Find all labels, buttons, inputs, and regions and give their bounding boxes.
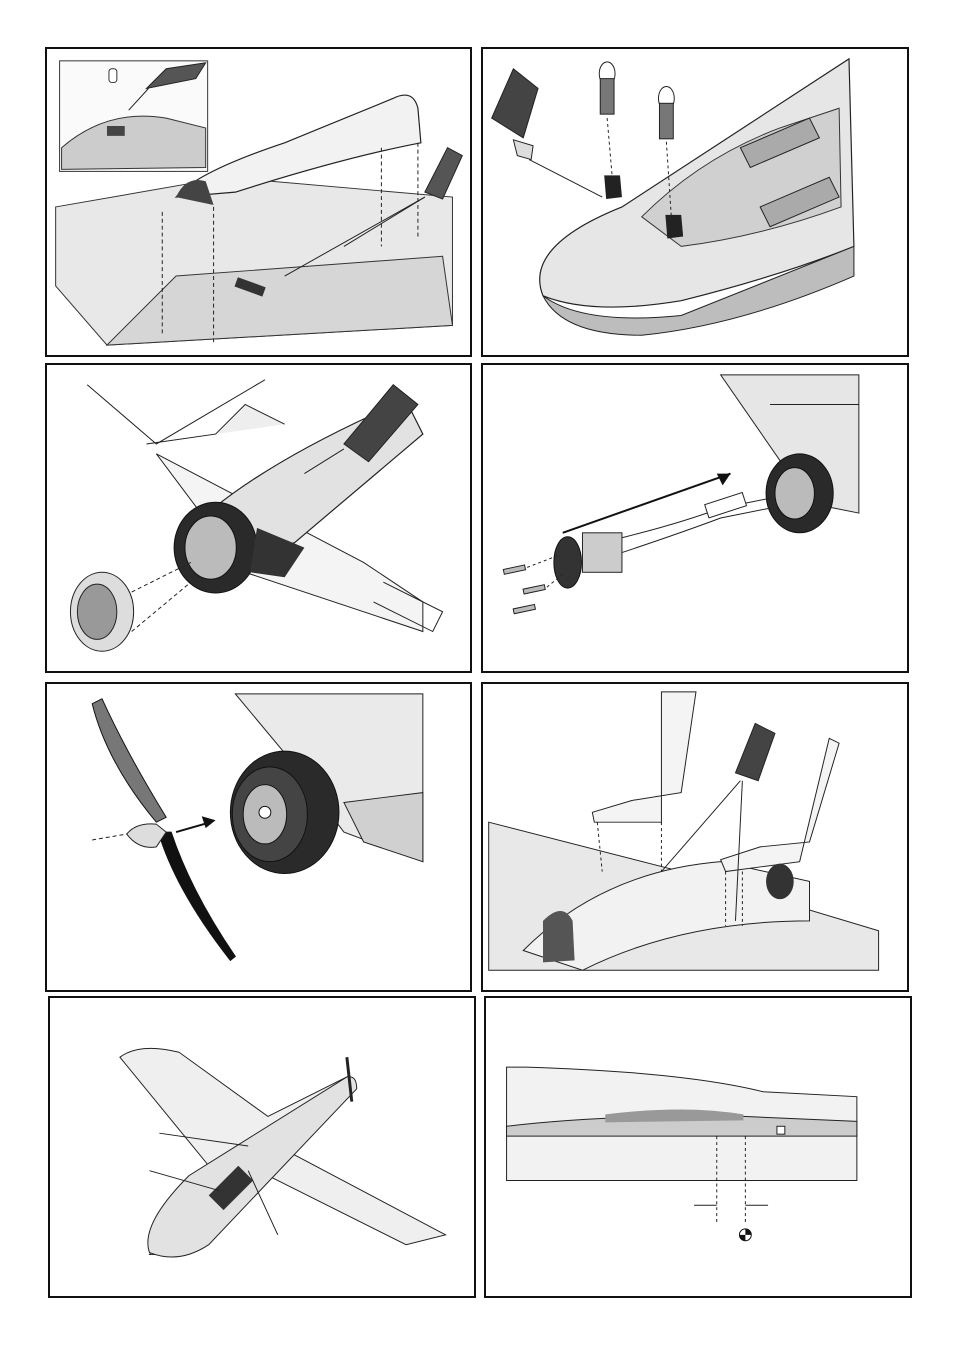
- hook-icon: [658, 87, 674, 139]
- nacelle-ring-icon: [174, 502, 257, 593]
- motor-icon: [554, 533, 622, 588]
- magnet-icon: [109, 69, 117, 83]
- propeller-install-step: [45, 682, 472, 992]
- glue-bottle-icon: [735, 723, 774, 780]
- component-layout-overview: [48, 996, 476, 1298]
- fin-glue-step: [481, 682, 909, 992]
- center-of-gravity-step: [484, 996, 912, 1298]
- glue-bottle-icon: [425, 148, 463, 199]
- fin-glue-illustration: [483, 684, 907, 990]
- motor-install-step: [481, 363, 909, 673]
- canopy-assembly-illustration: [47, 49, 470, 355]
- spinner-icon: [127, 824, 166, 847]
- nacelle-ring-icon: [766, 454, 833, 533]
- magnet-icon: [107, 126, 125, 136]
- hook-icon: [599, 62, 615, 114]
- nacelle-illustration: [47, 365, 470, 671]
- nose-hooks-illustration: [483, 49, 907, 355]
- screw-icon: [503, 565, 545, 614]
- aircraft-overview-illustration: [50, 998, 474, 1296]
- aircraft-icon: [120, 1048, 446, 1257]
- nose-hooks-step: [481, 47, 909, 357]
- glue-canopy-hatch-step: [45, 47, 472, 357]
- propeller-illustration: [47, 684, 470, 990]
- motor-install-illustration: [483, 365, 907, 671]
- canopy-part-icon: [176, 95, 421, 197]
- cg-symbol-icon: [739, 1229, 751, 1241]
- fin-icon: [592, 692, 696, 822]
- glue-bottle-icon: [492, 69, 538, 138]
- nacelle-glue-step: [45, 363, 472, 673]
- center-of-gravity-illustration: [486, 998, 910, 1296]
- nacelle-ring-icon: [230, 751, 339, 873]
- fuselage-side-icon: [507, 1067, 857, 1180]
- nacelle-ring-icon: [70, 572, 133, 651]
